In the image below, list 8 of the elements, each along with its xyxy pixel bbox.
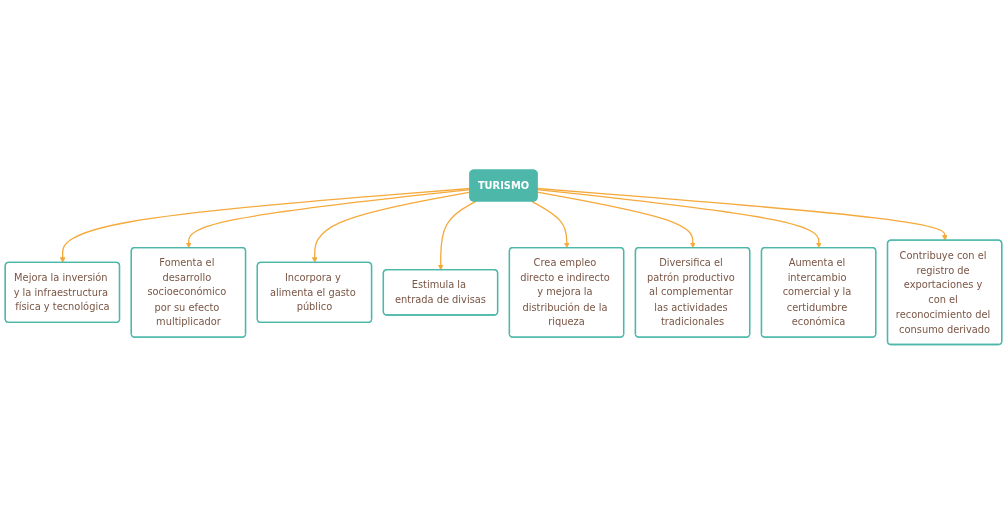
arrow	[536, 187, 948, 241]
arrow	[59, 187, 471, 263]
arrow	[437, 200, 477, 270]
arrow	[530, 200, 570, 248]
arrow	[536, 191, 696, 248]
arrow	[185, 188, 471, 248]
arrow	[311, 191, 471, 263]
arrow	[536, 188, 822, 248]
